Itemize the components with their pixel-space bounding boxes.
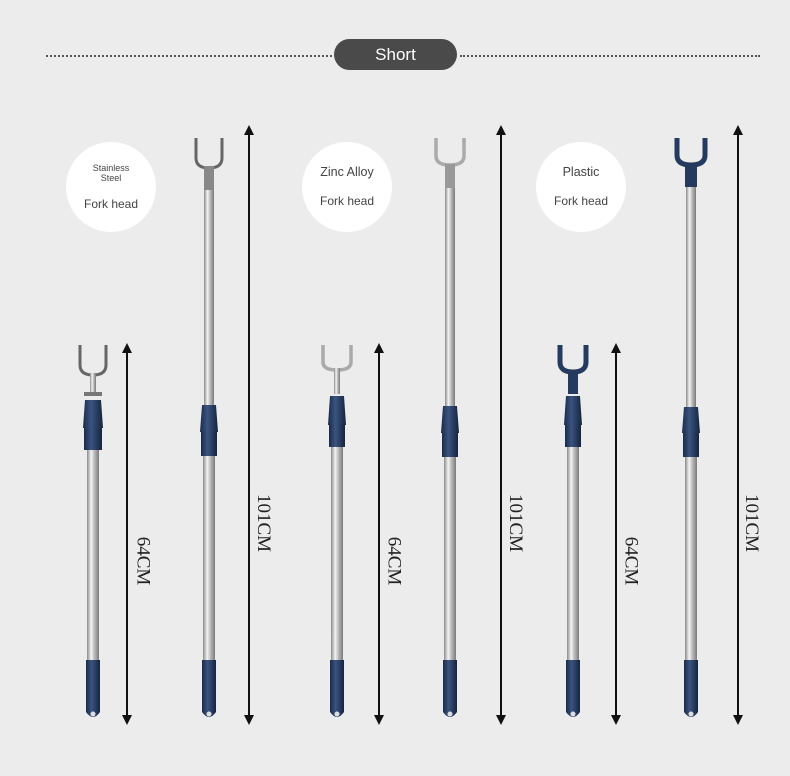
material-name: Plastic [562,165,600,180]
length-label-long: 101CM [741,493,763,553]
head-type: Fork head [319,193,375,208]
pole-short-zinc [321,345,353,717]
divider-left [46,55,332,57]
pole-long-plastic [674,138,708,717]
length-label-long: 101CM [253,493,275,553]
length-label-short: 64CM [620,536,642,586]
material-name: Stainless Steel [92,162,130,183]
length-label-long: 101CM [505,493,527,553]
pole-short-stainless [78,345,108,717]
head-type: Fork head [553,193,609,208]
material-badge-stainless: Stainless Steel Fork head [66,142,156,232]
pole-long-zinc [434,138,466,717]
length-label-short: 64CM [383,536,405,586]
material-name: Zinc Alloy [320,165,374,180]
material-badge-plastic: Plastic Fork head [536,142,626,232]
pole-long-stainless [194,138,224,717]
divider-right [460,55,760,57]
pole-short-plastic [557,345,589,717]
material-badge-zinc: Zinc Alloy Fork head [302,142,392,232]
section-title: Short [334,39,457,70]
length-label-short: 64CM [132,536,154,586]
head-type: Fork head [83,197,139,212]
